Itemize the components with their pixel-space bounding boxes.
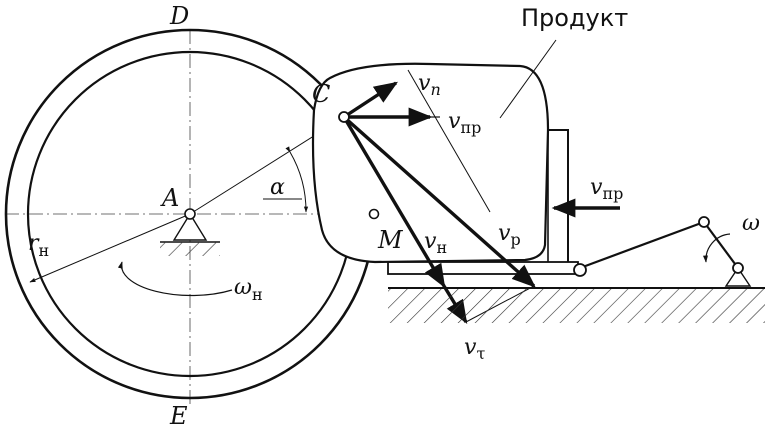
label-d: D [169,2,189,30]
pusher-platform [387,261,579,275]
label-vh: vн [424,229,447,257]
label-m: M [377,226,404,254]
vector-vn [343,81,398,119]
thin-diagonal [407,69,491,213]
vector-vp [342,115,536,288]
label-e: E [169,402,188,429]
label-alpha: α [270,175,285,200]
label-product: Продукт [521,4,628,32]
product-leader-line [499,39,557,119]
label-vn: vn [418,71,441,99]
ground-hatch [388,289,765,323]
pivot-support-a [160,208,220,256]
linkage-mechanism [573,216,752,287]
label-omega-n: ωн [234,275,263,304]
label-vp: vр [498,221,521,249]
label-vpr: vпр [448,109,481,137]
vector-vh [342,116,446,289]
label-vpr-pusher: vпр [590,175,623,203]
radius-line [29,213,191,283]
label-vtau: vτ [464,335,485,363]
label-r-n: rн [28,231,49,260]
label-c: C [312,80,330,108]
omega-n-arc [117,261,233,297]
point-c [338,111,350,123]
pusher-frame [548,129,569,270]
alpha-arc [285,146,309,213]
label-a: A [160,184,179,212]
label-omega: ω [742,211,760,236]
point-m [368,208,380,220]
